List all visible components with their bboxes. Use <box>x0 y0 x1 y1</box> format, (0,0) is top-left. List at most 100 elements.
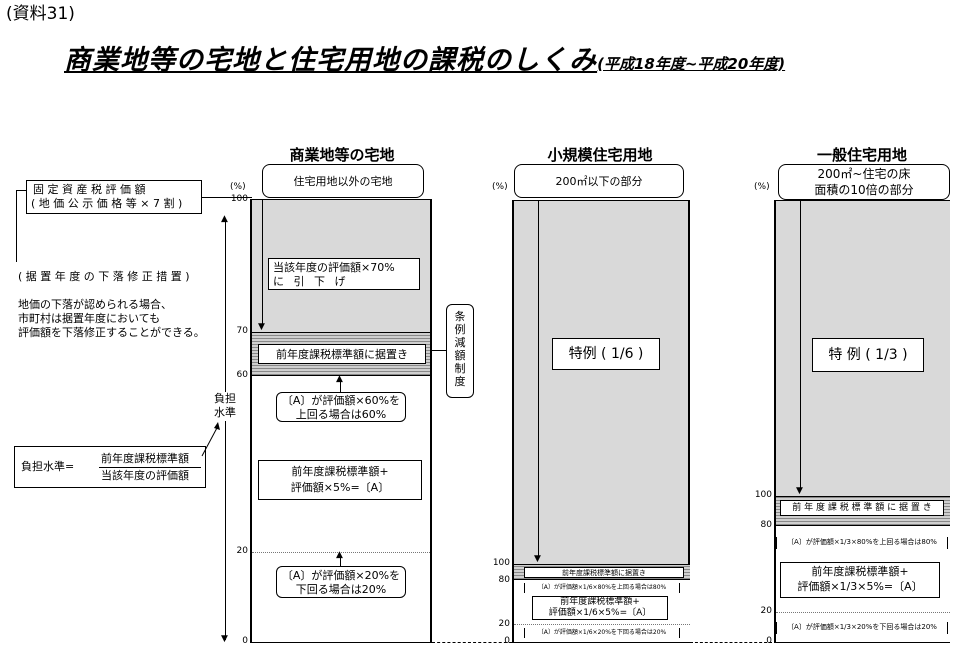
pointer-arrow-icon <box>201 422 220 457</box>
general-cond-upper-box: 〔A〕が評価額×1/3×80%を上回る場合は80% <box>776 537 948 549</box>
commercial-header: 商業地等の宅地 <box>289 146 395 164</box>
general-header: 一般住宅用地 <box>816 146 907 164</box>
small-cond-lower: 〔A〕が評価額×1/6×20%を下回る場合は20% <box>537 629 667 636</box>
commercial-scope-box: 住宅用地以外の宅地 <box>262 164 424 198</box>
general-hold-label: 前 年 度 課 税 標 準 額 に 据 置 き <box>792 503 932 513</box>
general-scope-box: 200㎡~住宅の床 面積の10倍の部分 <box>778 164 950 200</box>
general-formula-line-2: 評価額×1/3×5%=〔A〕 <box>797 580 923 593</box>
baseline-dashed <box>432 642 512 643</box>
page-title-block: 商業地等の宅地と住宅用地の課税のしくみ(平成18年度~平成20年度) <box>64 38 785 77</box>
commercial-scope: 住宅用地以外の宅地 <box>293 175 393 188</box>
general-tick-0: 0 <box>766 636 772 646</box>
general-special-box: 特 例 ( 1/3 ) <box>812 338 924 372</box>
arrow-down-icon: ▼ <box>534 554 541 564</box>
small-special-box: 特例 ( 1/6 ) <box>552 338 660 370</box>
reduction-line-1: 当該年度の評価額×70% <box>273 261 395 274</box>
small-lower-column <box>512 564 690 642</box>
burden-axis-line <box>225 220 226 640</box>
line-20-dotted <box>776 612 950 613</box>
commercial-tick-0: 0 <box>242 636 248 646</box>
commercial-tick-20: 20 <box>236 546 248 556</box>
burden-numerator: 前年度課税標準額 <box>101 452 189 465</box>
small-formula-line-1: 前年度課税標準額+ <box>560 597 640 607</box>
baseline <box>250 642 432 643</box>
general-formula-box: 前年度課税標準額+ 評価額×1/3×5%=〔A〕 <box>780 562 940 598</box>
cond-lower-box: 〔A〕が評価額×20%を 下回る場合は20% <box>276 566 406 598</box>
arrow-up-icon: ▲ <box>336 550 343 560</box>
small-arrow-line <box>538 200 539 558</box>
measure-line-2: 市町村は据置年度においても <box>18 312 161 325</box>
small-hold-box: 前年度課税標準額に据置き <box>524 567 684 578</box>
general-unit: (%) <box>754 182 770 192</box>
small-gray-column <box>512 200 690 564</box>
reduction-box: 当該年度の評価額×70% に 引 下 げ <box>268 258 420 290</box>
connector-line <box>16 190 26 191</box>
page-subtitle: (平成18年度~平成20年度) <box>597 55 786 73</box>
small-tick-20: 20 <box>498 619 510 629</box>
fraction-bar <box>99 467 201 468</box>
baseline-dashed <box>690 642 772 643</box>
small-tick-100: 100 <box>492 558 510 568</box>
connector-line <box>432 350 446 351</box>
general-cond-lower: 〔A〕が評価額×1/3×20%を下回る場合は20% <box>787 623 937 631</box>
connector-line <box>202 197 252 198</box>
general-cond-upper: 〔A〕が評価額×1/3×80%を上回る場合は80% <box>787 538 937 546</box>
burden-vertical-label: 負担水準 <box>214 392 236 421</box>
ordinance-reduction-label: 条例減額制度 <box>454 310 466 388</box>
document-label: (資料31) <box>6 4 75 24</box>
arrow-line <box>340 556 341 566</box>
arrow-down-icon: ▼ <box>258 322 265 332</box>
small-scope-box: 200㎡以下の部分 <box>514 164 684 198</box>
arrow-down-icon: ▼ <box>221 634 228 644</box>
commercial-unit: (%) <box>230 182 246 192</box>
valuation-line-1: 固 定 資 産 税 評 価 額 <box>33 183 146 196</box>
commercial-tick-70: 70 <box>236 326 248 336</box>
burden-formula-box: 負担水準= 前年度課税標準額 当該年度の評価額 <box>14 446 206 488</box>
general-tick-20: 20 <box>760 606 772 616</box>
cond-upper-line-2: 上回る場合は60% <box>295 408 387 421</box>
cond-upper-line-1: 〔A〕が評価額×60%を <box>281 394 401 407</box>
general-lower-column <box>774 496 950 642</box>
small-hold-label: 前年度課税標準額に据置き <box>562 569 646 577</box>
baseline <box>512 642 690 643</box>
general-scope-line-2: 面積の10倍の部分 <box>814 183 914 197</box>
small-header: 小規模住宅用地 <box>547 146 653 164</box>
commercial-tick-100: 100 <box>230 194 248 204</box>
small-cond-upper-box: 〔A〕が評価額×1/6×80%を上回る場合は80% <box>524 583 680 593</box>
small-formula-box: 前年度課税標準額+ 評価額×1/6×5%=〔A〕 <box>532 596 668 620</box>
small-tick-80: 80 <box>498 575 510 585</box>
measure-line-1: 地価の下落が認められる場合、 <box>18 298 172 311</box>
general-scope-line-1: 200㎡~住宅の床 <box>817 167 911 181</box>
line-20-dotted <box>252 552 430 553</box>
small-cond-lower-box: 〔A〕が評価額×1/6×20%を下回る場合は20% <box>524 628 680 638</box>
page-title: 商業地等の宅地と住宅用地の課税のしくみ <box>64 45 598 76</box>
line-20-dotted <box>514 624 690 625</box>
general-formula-line-1: 前年度課税標準額+ <box>811 565 909 578</box>
connector-line <box>16 190 17 262</box>
small-unit: (%) <box>492 182 508 192</box>
reduction-line-2: に 引 下 げ <box>273 275 349 288</box>
general-arrow-line <box>800 200 801 490</box>
burden-denominator: 当該年度の評価額 <box>101 469 189 482</box>
valuation-line-2: ( 地 価 公 示 価 格 等 × 7 割 ) <box>31 197 183 210</box>
reduction-arrow-line <box>262 200 263 326</box>
arrow-up-icon: ▲ <box>336 374 343 384</box>
burden-label: 負担水準= <box>21 460 75 473</box>
small-tick-0: 0 <box>504 636 510 646</box>
general-tick-100: 100 <box>754 490 772 500</box>
cond-upper-box: 〔A〕が評価額×60%を 上回る場合は60% <box>276 392 406 422</box>
general-tick-80: 80 <box>760 520 772 530</box>
ordinance-reduction-box: 条例減額制度 <box>446 304 474 398</box>
baseline <box>774 642 950 643</box>
general-special-label: 特 例 ( 1/3 ) <box>828 347 908 363</box>
general-hold-box: 前 年 度 課 税 標 準 額 に 据 置 き <box>780 500 944 516</box>
cond-lower-line-2: 下回る場合は20% <box>295 583 387 596</box>
commercial-hold-label: 前年度課税標準額に据置き <box>276 348 408 361</box>
valuation-box: 固 定 資 産 税 評 価 額 ( 地 価 公 示 価 格 等 × 7 割 ) <box>26 180 202 214</box>
small-formula-line-2: 評価額×1/6×5%=〔A〕 <box>548 608 652 618</box>
top-line <box>250 199 432 200</box>
arrow-down-icon: ▼ <box>796 486 803 496</box>
small-special-label: 特例 ( 1/6 ) <box>568 346 644 362</box>
general-cond-lower-box: 〔A〕が評価額×1/3×20%を下回る場合は20% <box>776 622 948 634</box>
commercial-formula-line-1: 前年度課税標準額+ <box>291 465 389 478</box>
